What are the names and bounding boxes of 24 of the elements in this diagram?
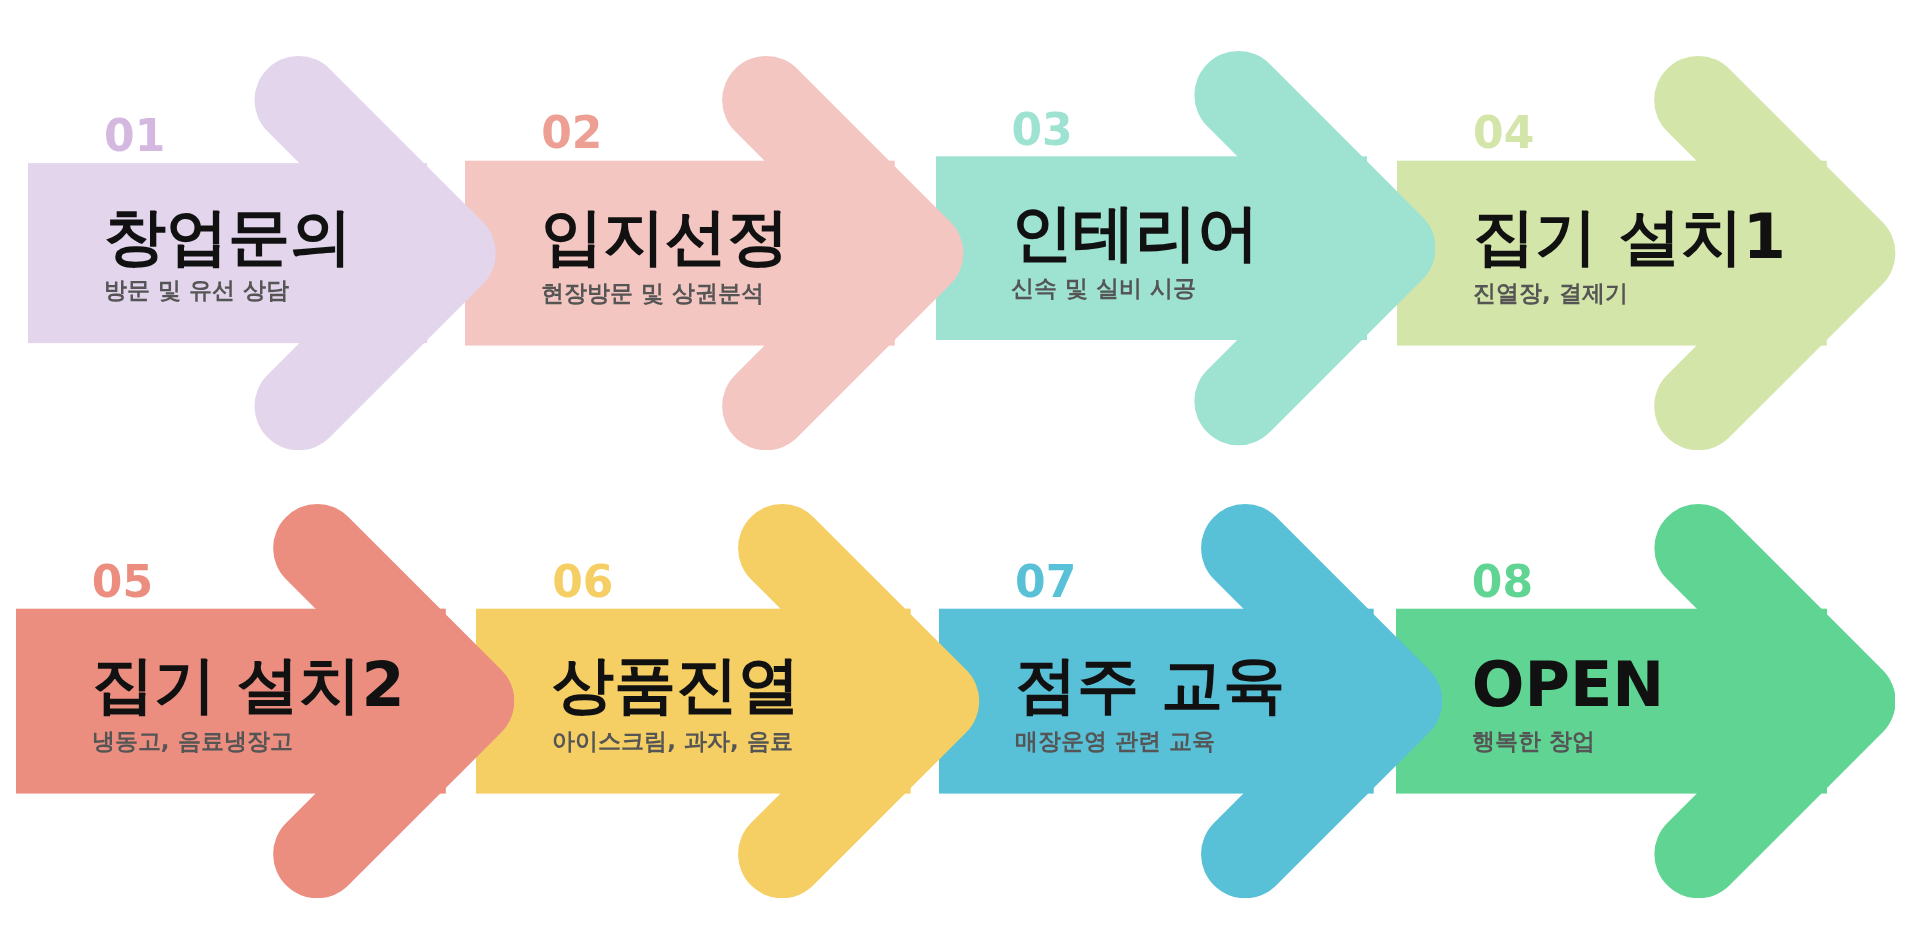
- step-number: 06: [552, 559, 614, 604]
- step-description: 신속 및 실비 시공: [1011, 276, 1197, 300]
- step-description: 매장운영 관련 교육: [1015, 729, 1216, 753]
- step-number: 01: [104, 113, 166, 158]
- step-description: 현장방문 및 상권분석: [541, 281, 765, 305]
- step-title: 인테리어: [1011, 202, 1260, 265]
- step-description: 진열장, 결제기: [1473, 281, 1628, 305]
- step-description: 방문 및 유선 상담: [104, 279, 290, 303]
- step-title: 점주 교육: [1015, 654, 1285, 717]
- step-description: 아이스크림, 과자, 음료: [552, 729, 793, 753]
- step-title: 집기 설치1: [1473, 206, 1786, 269]
- step-number: 02: [541, 111, 603, 156]
- step-number: 04: [1473, 111, 1535, 156]
- step-title: 창업문의: [104, 206, 353, 269]
- step-title: OPEN: [1471, 654, 1665, 717]
- step-title: 상품진열: [552, 654, 801, 717]
- step-description: 냉동고, 음료냉장고: [91, 729, 293, 753]
- step-number: 08: [1471, 559, 1534, 604]
- step-title: 집기 설치2: [91, 654, 405, 717]
- step-number: 07: [1015, 559, 1077, 604]
- step-description: 행복한 창업: [1471, 729, 1595, 753]
- step-title: 입지선정: [541, 206, 790, 269]
- step-number: 05: [91, 559, 154, 604]
- step-number: 03: [1011, 107, 1073, 152]
